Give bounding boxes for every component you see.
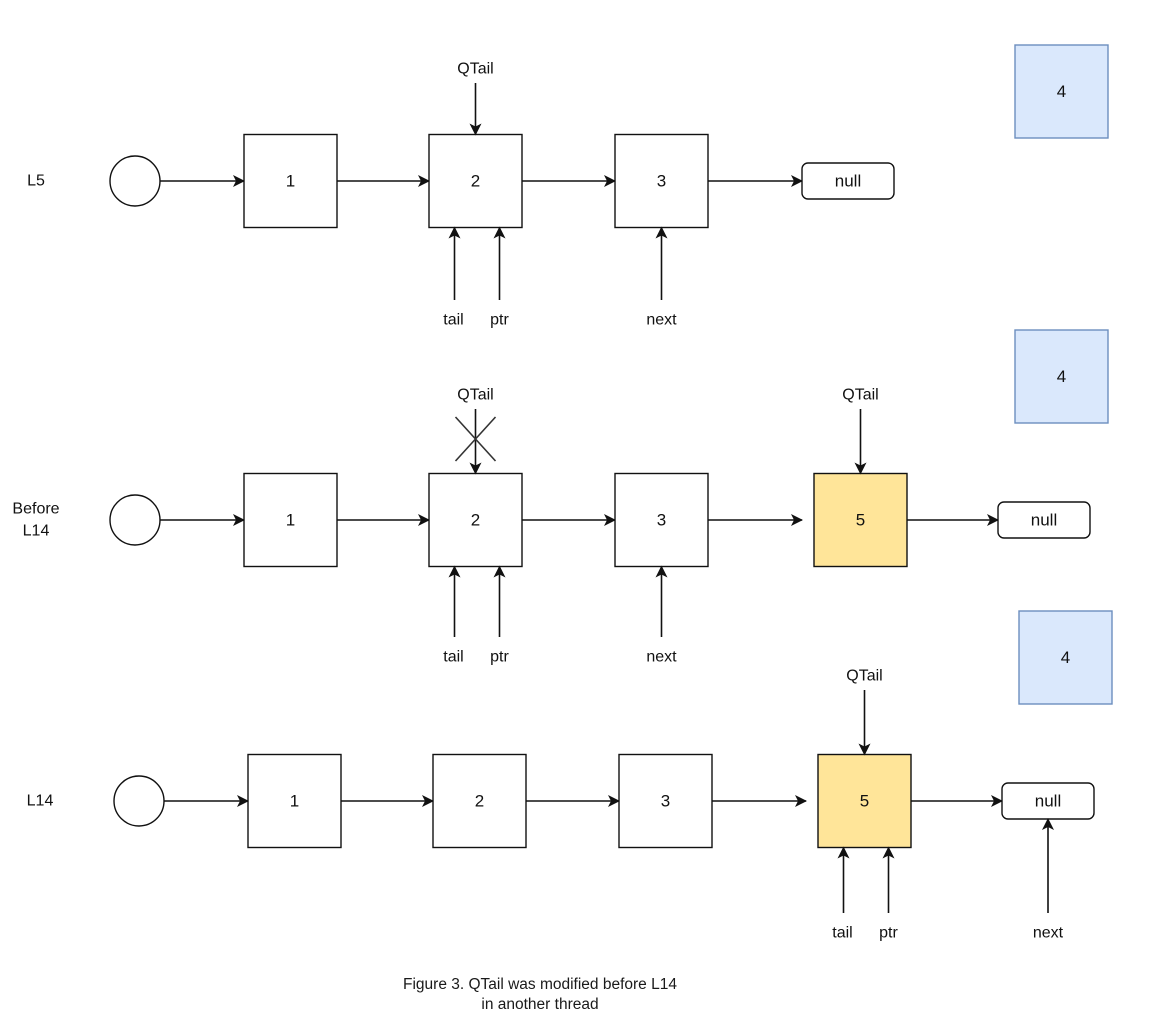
tail-pointer-label: tail <box>443 649 463 666</box>
ptr-pointer-label: ptr <box>879 925 898 942</box>
list-node-5 <box>813 472 908 568</box>
list-node-label: 3 <box>657 511 666 530</box>
caption-line-2: in another thread <box>481 996 599 1013</box>
list-node-label: 2 <box>471 172 480 191</box>
row-label: Before <box>12 501 59 518</box>
list-node-5 <box>817 753 912 849</box>
list-node-1 <box>247 753 342 849</box>
row-label: L14 <box>27 793 54 810</box>
list-node-2 <box>428 472 523 568</box>
null-terminal <box>997 501 1091 539</box>
row-label: L5 <box>27 173 45 190</box>
caption-line-1: Figure 3. QTail was modified before L14 <box>403 976 677 993</box>
next-pointer-label: next <box>1033 925 1064 942</box>
figure-caption: Figure 3. QTail was modified before L14 … <box>330 975 750 1015</box>
null-label: null <box>1035 792 1061 811</box>
orphan-node-4 <box>1014 44 1109 139</box>
head-node-circle <box>113 775 165 827</box>
qtail-pointer-label: QTail <box>842 387 878 404</box>
list-node-3 <box>614 133 709 229</box>
row-label: L14 <box>23 523 50 540</box>
list-node-label: 1 <box>286 511 295 530</box>
orphan-node-label: 4 <box>1057 367 1066 386</box>
list-node-2 <box>432 753 527 849</box>
old-qtail-pointer-label: QTail <box>457 387 493 404</box>
head-node-circle <box>109 155 161 207</box>
null-label: null <box>1031 511 1057 530</box>
orphan-node-label: 4 <box>1057 82 1066 101</box>
qtail-pointer-label: QTail <box>846 668 882 685</box>
list-node-3 <box>618 753 713 849</box>
next-pointer-label: next <box>646 649 677 666</box>
list-node-label: 5 <box>860 792 869 811</box>
list-node-label: 2 <box>475 792 484 811</box>
ptr-pointer-label: ptr <box>490 312 509 329</box>
qtail-pointer-label: QTail <box>457 61 493 78</box>
list-node-3 <box>614 472 709 568</box>
list-node-label: 5 <box>856 511 865 530</box>
tail-pointer-label: tail <box>832 925 852 942</box>
list-node-label: 3 <box>661 792 670 811</box>
cross-mark-icon <box>454 416 497 462</box>
null-terminal <box>801 162 895 200</box>
ptr-pointer-label: ptr <box>490 649 509 666</box>
orphan-node-4 <box>1014 329 1109 424</box>
list-node-label: 1 <box>290 792 299 811</box>
list-node-label: 2 <box>471 511 480 530</box>
list-node-label: 3 <box>657 172 666 191</box>
orphan-node-4 <box>1018 610 1113 705</box>
null-label: null <box>835 172 861 191</box>
list-node-label: 1 <box>286 172 295 191</box>
tail-pointer-label: tail <box>443 312 463 329</box>
orphan-node-label: 4 <box>1061 648 1070 667</box>
list-node-1 <box>243 472 338 568</box>
head-node-circle <box>109 494 161 546</box>
next-pointer-label: next <box>646 312 677 329</box>
row-l5: L5 1 2 3 null 4 QTail tail ptr next <box>27 44 1109 329</box>
